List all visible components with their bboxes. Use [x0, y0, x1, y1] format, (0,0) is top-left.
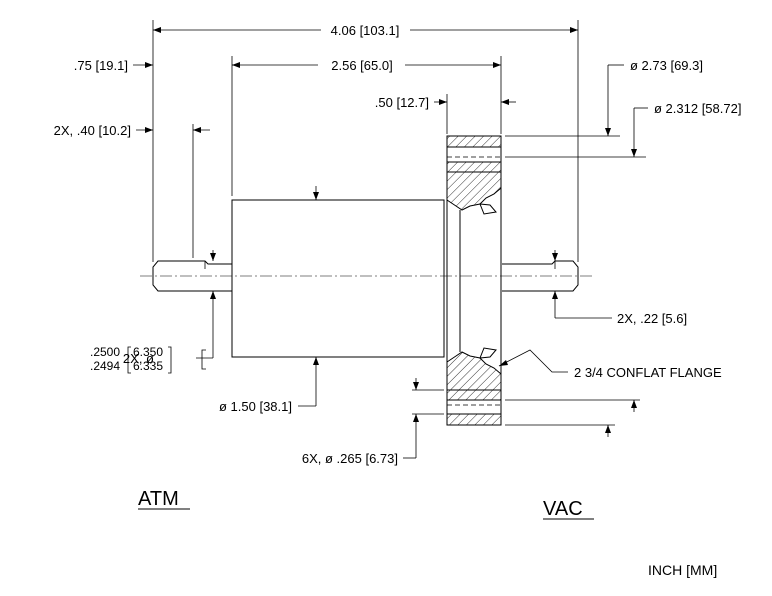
overall-length-label: 4.06 [103.1]: [331, 23, 400, 38]
atm-label: ATM: [138, 488, 179, 510]
shaft-flat-label: 2X, .22 [5.6]: [617, 311, 687, 326]
shaft-dia-bracket-right: [168, 346, 172, 374]
vac-label: VAC: [543, 498, 583, 520]
body-to-flange-label: 2.56 [65.0]: [331, 58, 392, 73]
shaft-dia-prefix: 2X, ø: [123, 351, 154, 366]
dimension-lines: [133, 27, 648, 459]
side-labels: ATM VAC INCH [MM]: [138, 488, 717, 578]
left-offset-label: .75 [19.1]: [74, 58, 128, 73]
dimension-labels: 4.06 [103.1] .75 [19.1] 2.56 [65.0] .50 …: [54, 23, 742, 466]
shaft-dia-bracket-left: [127, 346, 131, 374]
flange-od-label: ø 2.73 [69.3]: [630, 58, 703, 73]
holes-label: 6X, ø .265 [6.73]: [302, 451, 398, 466]
right-shaft: [502, 260, 579, 292]
conflat-flange: [446, 135, 502, 426]
shaft-dia-in-max: .2500: [90, 345, 120, 359]
shaft-dia-in-min: .2494: [90, 359, 120, 373]
shaft-dia-mm-min: 6.335: [133, 359, 163, 373]
units-label: INCH [MM]: [648, 562, 717, 578]
part-outline: [140, 135, 592, 426]
shaft-dia-mm-max: 6.350: [133, 345, 163, 359]
left-shaft: [152, 260, 232, 292]
shaft-length-label: 2X, .40 [10.2]: [54, 123, 131, 138]
flange-note: 2 3/4 CONFLAT FLANGE: [574, 365, 722, 380]
extension-lines: [152, 20, 646, 426]
bolt-circle-label: ø 2.312 [58.72]: [654, 101, 741, 116]
flange-thickness-label: .50 [12.7]: [375, 95, 429, 110]
body-dia-label: ø 1.50 [38.1]: [219, 399, 292, 414]
body-cylinder: [231, 199, 445, 358]
